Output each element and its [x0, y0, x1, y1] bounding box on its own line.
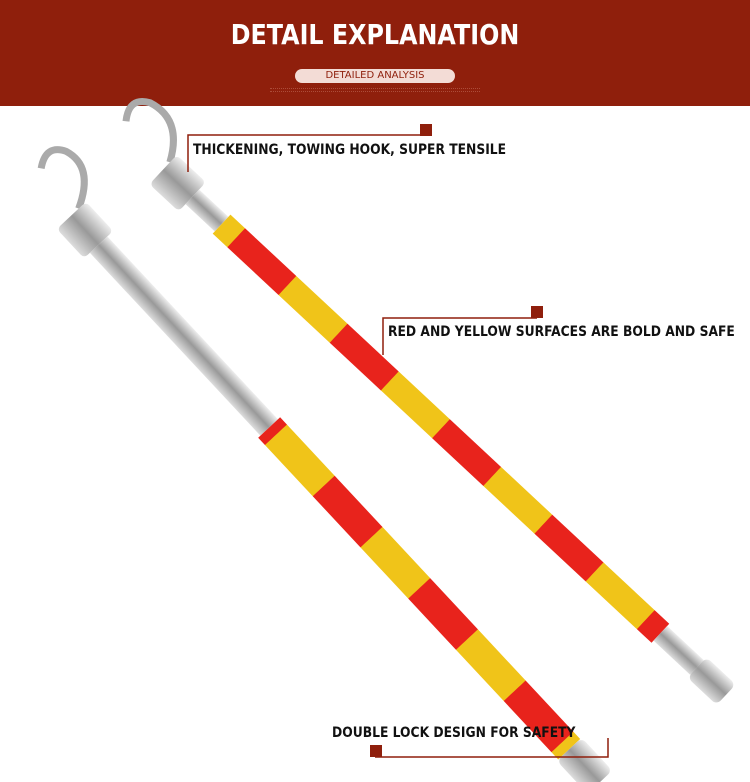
callout-1: THICKENING, TOWING HOOK, SUPER TENSILE	[193, 142, 507, 158]
callout-marker-2	[531, 306, 543, 318]
callout-3: DOUBLE LOCK DESIGN FOR SAFETY	[332, 725, 576, 741]
callout-line-1	[187, 134, 425, 172]
callout-marker-3	[370, 745, 382, 757]
callout-line-2	[382, 317, 537, 355]
callout-2: RED AND YELLOW SURFACES ARE BOLD AND SAF…	[388, 324, 735, 340]
pole-2	[37, 146, 610, 782]
callout-marker-1	[420, 124, 432, 136]
hook-icon	[122, 98, 177, 164]
subtitle-pill: DETAILED ANALYSIS	[295, 69, 455, 83]
page-title: DETAIL EXPLANATION	[230, 18, 520, 51]
decorative-fine-text	[270, 88, 480, 92]
hook-icon	[37, 146, 88, 210]
pole-1	[122, 98, 734, 703]
header-banner: DETAIL EXPLANATION DETAILED ANALYSIS	[0, 0, 750, 106]
callout-line-3	[375, 738, 609, 758]
